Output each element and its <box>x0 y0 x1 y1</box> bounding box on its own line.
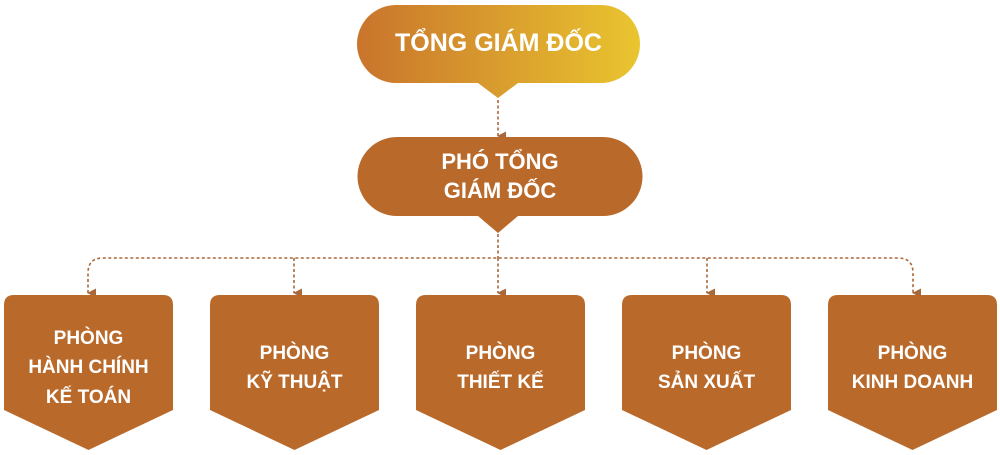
department-node-design <box>416 295 585 450</box>
deputy-node <box>358 137 643 233</box>
department-node-production <box>622 295 791 450</box>
department-node-sales <box>828 295 997 450</box>
department-node-accounting <box>4 295 173 450</box>
connector-bus <box>88 258 913 293</box>
ceo-node <box>357 5 640 98</box>
department-node-technical <box>210 295 379 450</box>
